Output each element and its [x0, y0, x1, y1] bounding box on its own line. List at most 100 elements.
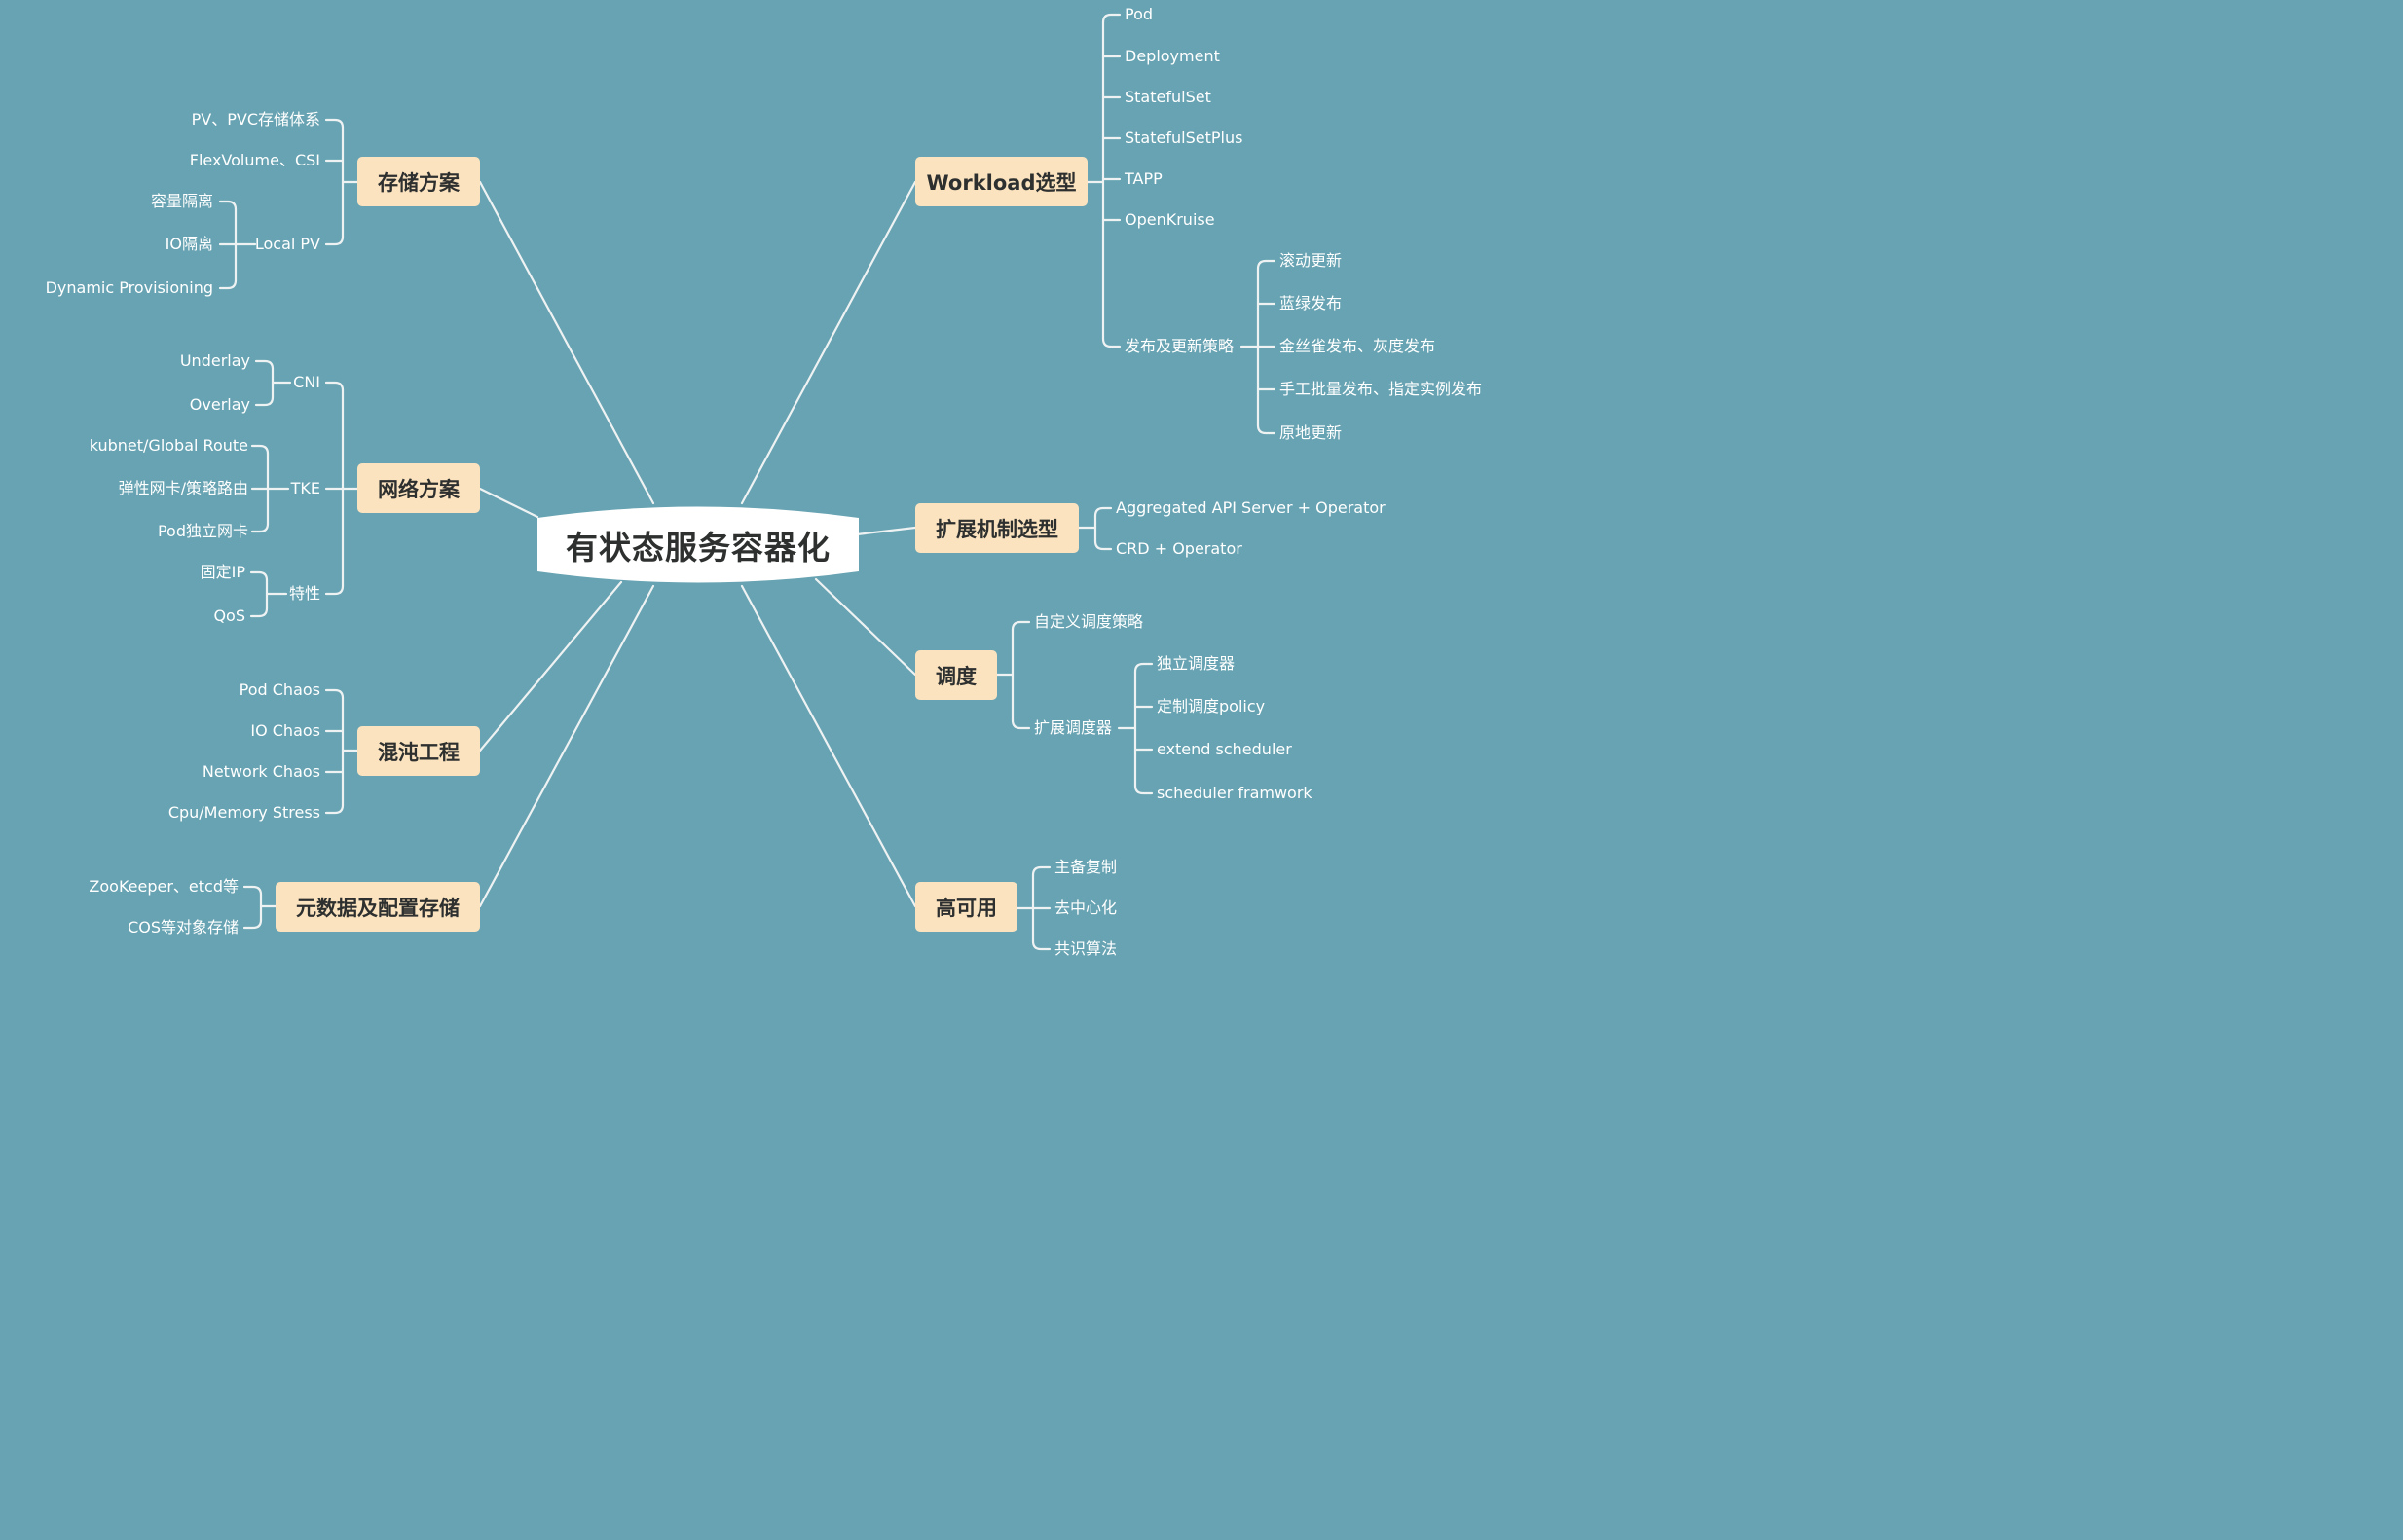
network-item-cni[interactable]: CNI	[293, 373, 320, 391]
branch-scheduling-label: 调度	[936, 664, 977, 688]
branch-workload[interactable]: Workload选型	[915, 157, 1088, 206]
bracket-network-tick	[324, 381, 345, 392]
ext-scheduler-item[interactable]: extend scheduler	[1157, 740, 1292, 758]
bracket-cni-tick	[254, 395, 275, 407]
bracket-storage-tick	[324, 235, 345, 246]
workload-item-release-strategy[interactable]: 发布及更新策略	[1125, 337, 1235, 355]
storage-item-local-pv[interactable]: Local PV	[254, 235, 320, 253]
link-network	[478, 487, 539, 519]
mind-map: 有状态服务容器化 存储方案 网络方案 混沌工程 元数据及配置存储 Workloa…	[0, 0, 1527, 978]
ext-scheduler-item[interactable]: 定制调度policy	[1157, 697, 1266, 715]
link-workload	[740, 180, 917, 505]
workload-item[interactable]: Pod	[1125, 5, 1154, 23]
branch-extension[interactable]: 扩展机制选型	[915, 503, 1079, 553]
feature-item[interactable]: 固定IP	[200, 563, 245, 581]
ha-item[interactable]: 共识算法	[1054, 939, 1118, 958]
branch-chaos-label: 混沌工程	[378, 740, 460, 764]
connector-lines	[218, 13, 1276, 951]
workload-item[interactable]: StatefulSetPlus	[1125, 128, 1243, 147]
network-item-feature[interactable]: 特性	[288, 584, 320, 603]
metadata-item[interactable]: ZooKeeper、etcd等	[89, 877, 239, 896]
workload-item[interactable]: TAPP	[1125, 169, 1163, 188]
branch-chaos[interactable]: 混沌工程	[357, 726, 480, 776]
bracket-chaos-tick	[324, 688, 345, 700]
ext-scheduler-item[interactable]: scheduler framwork	[1157, 784, 1312, 802]
branch-network-label: 网络方案	[378, 477, 460, 501]
cni-item[interactable]: Underlay	[179, 351, 250, 370]
bracket-ha-tick	[1031, 865, 1052, 877]
bracket-ext-scheduler-tick	[1133, 662, 1154, 674]
bracket-workload-tick	[1101, 337, 1122, 348]
link-metadata	[478, 584, 655, 908]
link-ha	[740, 584, 917, 908]
bracket-extension-tick	[1093, 539, 1113, 551]
bracket-local-pv-tick	[218, 200, 238, 211]
bracket-storage-tick	[324, 118, 345, 129]
bracket-metadata-tick	[242, 885, 263, 897]
branch-storage-label: 存储方案	[378, 170, 460, 195]
branch-storage[interactable]: 存储方案	[357, 157, 480, 206]
bracket-extension-tick	[1093, 506, 1113, 518]
local-pv-item[interactable]: 容量隔离	[150, 192, 213, 210]
ha-item[interactable]: 去中心化	[1054, 898, 1118, 917]
local-pv-item[interactable]: Dynamic Provisioning	[45, 278, 213, 297]
workload-item[interactable]: StatefulSet	[1125, 88, 1211, 106]
bracket-tke-tick	[250, 522, 270, 533]
bracket-ext-scheduler-tick	[1133, 784, 1154, 795]
branch-ha[interactable]: 高可用	[915, 882, 1017, 932]
branch-metadata-label: 元数据及配置存储	[296, 896, 460, 920]
branch-ha-label: 高可用	[936, 896, 997, 920]
network-item-tke[interactable]: TKE	[290, 479, 320, 497]
tke-item[interactable]: Pod独立网卡	[157, 522, 248, 540]
link-chaos	[478, 580, 623, 752]
storage-item[interactable]: PV、PVC存储体系	[191, 110, 320, 128]
bracket-network-tick	[324, 584, 345, 596]
feature-item[interactable]: QoS	[213, 606, 245, 625]
ext-scheduler-item[interactable]: 独立调度器	[1157, 654, 1236, 673]
storage-item[interactable]: FlexVolume、CSI	[189, 151, 320, 169]
link-extension	[855, 526, 917, 536]
branch-extension-label: 扩展机制选型	[936, 517, 1058, 541]
branch-network[interactable]: 网络方案	[357, 463, 480, 513]
workload-item[interactable]: Deployment	[1125, 47, 1220, 65]
link-storage	[478, 180, 655, 505]
branch-scheduling[interactable]: 调度	[915, 650, 997, 700]
chaos-item[interactable]: Network Chaos	[202, 762, 320, 781]
scheduling-item-extended-scheduler[interactable]: 扩展调度器	[1034, 718, 1113, 737]
scheduling-item[interactable]: 自定义调度策略	[1034, 612, 1144, 631]
local-pv-item[interactable]: IO隔离	[165, 235, 213, 253]
release-item[interactable]: 蓝绿发布	[1279, 294, 1343, 312]
bracket-metadata-tick	[242, 918, 263, 930]
tke-item[interactable]: kubnet/Global Route	[89, 436, 248, 455]
release-item[interactable]: 滚动更新	[1279, 251, 1343, 270]
release-item[interactable]: 手工批量发布、指定实例发布	[1279, 380, 1483, 398]
link-scheduling	[814, 577, 917, 677]
bracket-cni-tick	[254, 359, 275, 371]
extension-item[interactable]: CRD + Operator	[1116, 539, 1242, 558]
bracket-tke-tick	[250, 444, 270, 456]
chaos-item[interactable]: Pod Chaos	[239, 680, 320, 699]
metadata-item[interactable]: COS等对象存储	[128, 918, 239, 936]
workload-item[interactable]: OpenKruise	[1125, 210, 1215, 229]
branch-metadata[interactable]: 元数据及配置存储	[276, 882, 480, 932]
chaos-item[interactable]: IO Chaos	[250, 721, 320, 740]
bracket-feature-tick	[249, 606, 269, 618]
release-item[interactable]: 原地更新	[1279, 423, 1343, 442]
bracket-workload-tick	[1101, 13, 1122, 24]
bracket-feature-tick	[249, 570, 269, 582]
cni-item[interactable]: Overlay	[189, 395, 250, 414]
bracket-release-tick	[1256, 423, 1276, 435]
root-node[interactable]: 有状态服务容器化	[537, 503, 859, 586]
release-item[interactable]: 金丝雀发布、灰度发布	[1279, 337, 1436, 355]
bracket-release-tick	[1256, 259, 1276, 271]
chaos-item[interactable]: Cpu/Memory Stress	[167, 803, 320, 822]
bracket-scheduling-tick	[1011, 620, 1031, 632]
bracket-ha-tick	[1031, 939, 1052, 951]
tke-item[interactable]: 弹性网卡/策略路由	[118, 479, 248, 497]
root-node-shape	[537, 506, 859, 583]
root-node-label: 有状态服务容器化	[566, 528, 831, 567]
ha-item[interactable]: 主备复制	[1054, 858, 1118, 876]
extension-item[interactable]: Aggregated API Server + Operator	[1116, 498, 1386, 517]
bracket-chaos-tick	[324, 803, 345, 815]
bracket-scheduling-tick	[1011, 718, 1031, 730]
